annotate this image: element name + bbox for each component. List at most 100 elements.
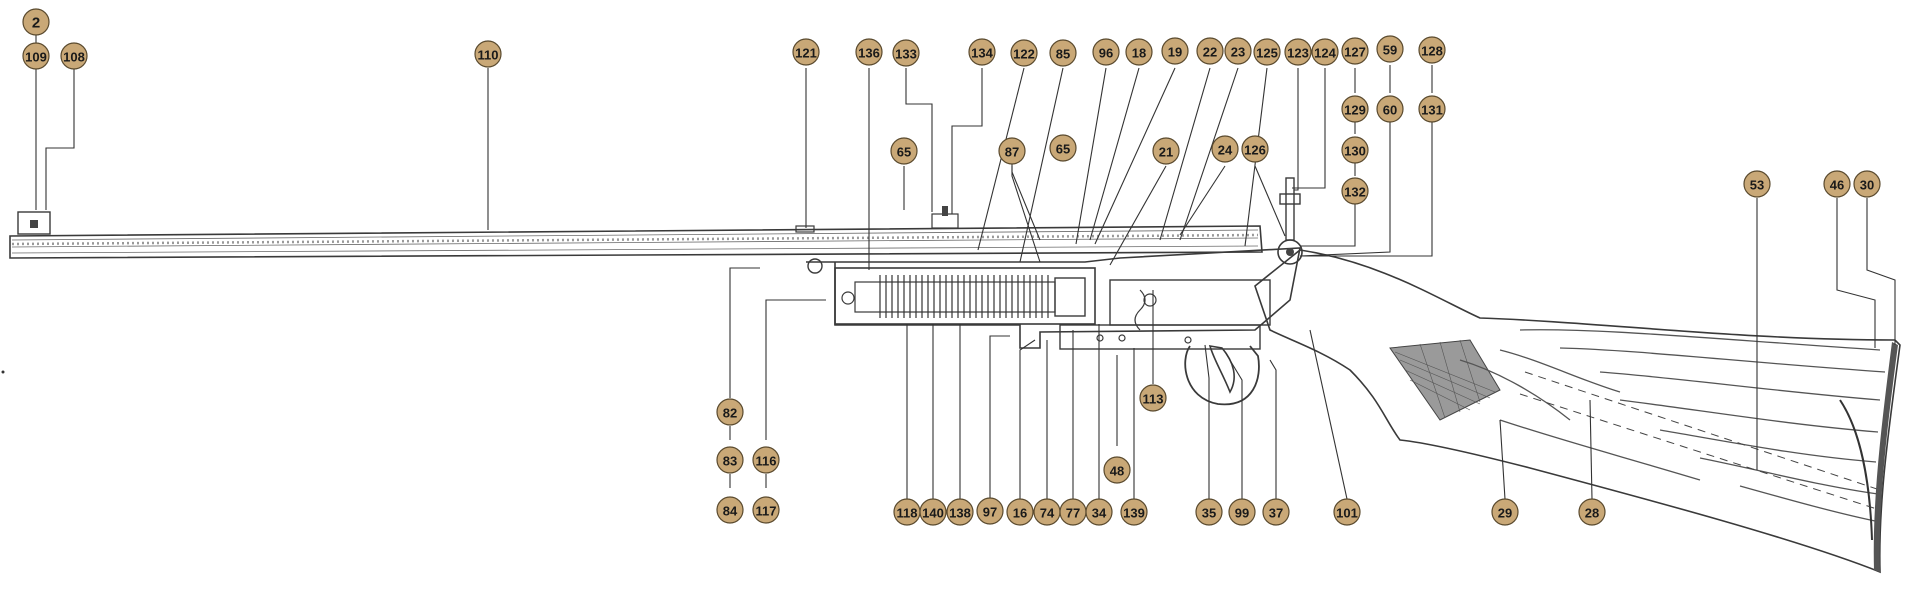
svg-text:53: 53: [1750, 178, 1764, 193]
callout-46: 46: [1823, 170, 1851, 198]
callout-65-right: 65: [1049, 134, 1077, 162]
callout-84: 84: [716, 496, 744, 524]
svg-text:65: 65: [897, 145, 911, 160]
svg-text:128: 128: [1421, 44, 1443, 59]
svg-text:116: 116: [756, 454, 777, 469]
svg-text:74: 74: [1040, 506, 1055, 521]
rear-sight: [1277, 177, 1303, 265]
callout-19: 19: [1161, 37, 1189, 65]
svg-text:125: 125: [1256, 46, 1278, 61]
callout-22: 22: [1196, 37, 1224, 65]
svg-text:48: 48: [1110, 464, 1124, 479]
callout-113: 113: [1139, 384, 1167, 412]
callout-108: 108: [60, 42, 88, 70]
svg-text:29: 29: [1498, 506, 1512, 521]
callout-117: 117: [752, 496, 780, 524]
svg-text:138: 138: [949, 506, 971, 521]
svg-text:130: 130: [1344, 144, 1366, 159]
callout-116: 116: [752, 446, 780, 474]
callout-65-left: 65: [890, 137, 918, 165]
svg-text:46: 46: [1830, 178, 1844, 193]
svg-text:83: 83: [723, 454, 737, 469]
callout-97: 97: [976, 497, 1004, 525]
svg-text:132: 132: [1344, 185, 1366, 200]
svg-text:123: 123: [1287, 46, 1309, 61]
svg-text:118: 118: [897, 506, 918, 521]
svg-text:28: 28: [1585, 506, 1599, 521]
receiver: [806, 247, 1301, 350]
callout-133: 133: [892, 39, 920, 67]
svg-text:124: 124: [1314, 46, 1336, 61]
callout-96: 96: [1092, 38, 1120, 66]
callout-99: 99: [1228, 498, 1256, 526]
barrel: [9, 206, 1263, 259]
svg-text:139: 139: [1123, 506, 1145, 521]
callout-110: 110: [474, 40, 502, 68]
svg-text:30: 30: [1860, 178, 1874, 193]
callout-59: 59: [1376, 35, 1404, 63]
callout-129: 129: [1341, 95, 1369, 123]
callout-34: 34: [1085, 498, 1113, 526]
svg-text:2: 2: [32, 15, 40, 32]
callout-118: 118: [893, 498, 921, 526]
svg-text:24: 24: [1218, 143, 1233, 158]
callout-77: 77: [1059, 498, 1087, 526]
wood-grain: [1459, 329, 1886, 541]
svg-text:117: 117: [756, 504, 777, 519]
callout-125: 125: [1253, 38, 1281, 66]
svg-text:99: 99: [1235, 506, 1249, 521]
callout-132: 132: [1341, 177, 1369, 205]
callout-21: 21: [1152, 137, 1180, 165]
callout-122: 122: [1010, 39, 1038, 67]
callout-48: 48: [1103, 456, 1131, 484]
svg-text:127: 127: [1344, 45, 1366, 60]
svg-text:35: 35: [1202, 506, 1216, 521]
callout-101: 101: [1333, 498, 1361, 526]
svg-text:19: 19: [1168, 45, 1182, 60]
callout-37: 37: [1262, 498, 1290, 526]
callout-140: 140: [919, 498, 947, 526]
svg-text:129: 129: [1344, 103, 1366, 118]
callout-85: 85: [1049, 39, 1077, 67]
callout-134: 134: [968, 38, 996, 66]
callouts: 2 109 108 110 121 136 133 134 122 85 96 …: [22, 8, 1881, 526]
svg-text:109: 109: [25, 50, 47, 65]
rifle-drawing: [1, 177, 1901, 574]
svg-text:133: 133: [895, 47, 917, 62]
callout-136: 136: [855, 38, 883, 66]
svg-text:21: 21: [1159, 145, 1173, 160]
callout-2: 2: [22, 8, 50, 36]
svg-text:96: 96: [1099, 46, 1113, 61]
svg-text:60: 60: [1383, 103, 1397, 118]
callout-28: 28: [1578, 498, 1606, 526]
svg-text:37: 37: [1269, 506, 1283, 521]
callout-127: 127: [1341, 37, 1369, 65]
svg-text:110: 110: [478, 48, 499, 63]
callout-138: 138: [946, 498, 974, 526]
trigger-assembly: [1184, 345, 1260, 406]
svg-text:34: 34: [1092, 506, 1107, 521]
svg-text:122: 122: [1013, 47, 1035, 62]
svg-text:126: 126: [1244, 143, 1266, 158]
callout-131: 131: [1418, 95, 1446, 123]
svg-text:108: 108: [63, 50, 85, 65]
callout-123: 123: [1284, 38, 1312, 66]
svg-text:82: 82: [723, 406, 737, 421]
callout-109: 109: [22, 42, 50, 70]
callout-121: 121: [792, 38, 820, 66]
callout-18: 18: [1125, 38, 1153, 66]
svg-text:121: 121: [795, 46, 817, 61]
stock: [1254, 249, 1901, 574]
callout-53: 53: [1743, 170, 1771, 198]
svg-text:65: 65: [1056, 142, 1070, 157]
svg-text:97: 97: [983, 505, 997, 520]
callout-139: 139: [1120, 498, 1148, 526]
callout-87: 87: [998, 137, 1026, 165]
svg-text:84: 84: [723, 504, 738, 519]
svg-text:59: 59: [1383, 43, 1397, 58]
callout-126: 126: [1241, 135, 1269, 163]
callout-24: 24: [1211, 135, 1239, 163]
svg-text:101: 101: [1336, 506, 1358, 521]
callout-23: 23: [1224, 37, 1252, 65]
